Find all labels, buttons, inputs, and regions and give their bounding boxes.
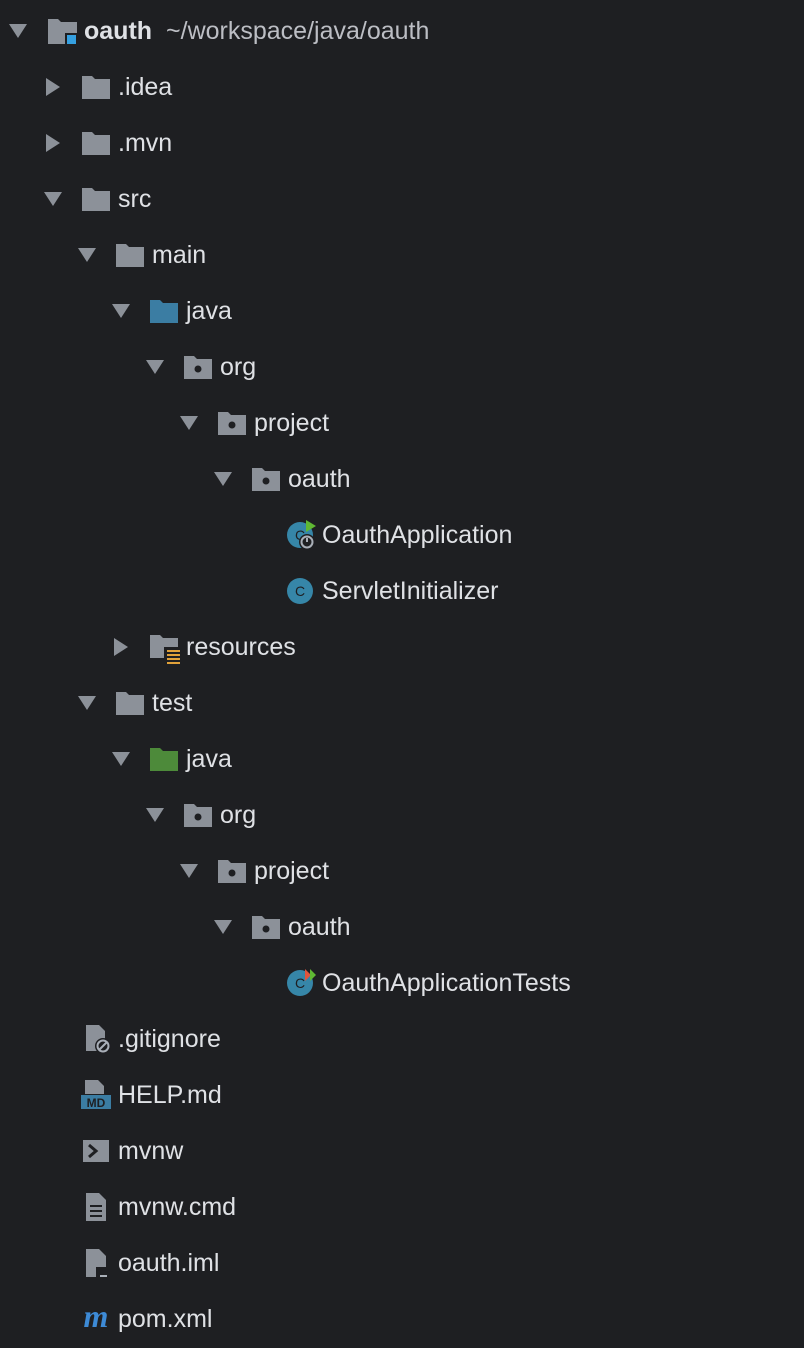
- tree-row-mvn[interactable]: .mvn: [0, 115, 804, 171]
- expand-arrow-down-icon[interactable]: [144, 804, 166, 826]
- package-folder-icon: [251, 913, 281, 943]
- svg-text:m: m: [84, 1302, 109, 1334]
- folder-label: src: [118, 185, 152, 213]
- test-root-folder-icon: [149, 745, 179, 775]
- expand-arrow-down-icon[interactable]: [7, 20, 29, 42]
- tree-row-src[interactable]: src: [0, 171, 804, 227]
- expand-arrow-right-icon[interactable]: [42, 76, 64, 98]
- svg-text:C: C: [295, 583, 305, 599]
- tree-row-pom-xml[interactable]: m pom.xml: [0, 1291, 804, 1347]
- file-label: oauth.iml: [118, 1249, 220, 1277]
- expand-arrow-down-icon[interactable]: [76, 244, 98, 266]
- package-folder-icon: [183, 353, 213, 383]
- tree-row-resources[interactable]: resources: [0, 619, 804, 675]
- class-label: OauthApplication: [322, 521, 513, 549]
- tree-row-oauth-application-tests[interactable]: C OauthApplicationTests: [0, 955, 804, 1011]
- tree-row-test-org[interactable]: org: [0, 787, 804, 843]
- package-folder-icon: [183, 801, 213, 831]
- expand-arrow-down-icon[interactable]: [178, 860, 200, 882]
- expand-arrow-down-icon[interactable]: [76, 692, 98, 714]
- tree-row-test-oauth[interactable]: oauth: [0, 899, 804, 955]
- expand-arrow-right-icon[interactable]: [110, 636, 132, 658]
- tree-row-mvnw[interactable]: mvnw: [0, 1123, 804, 1179]
- folder-label: test: [152, 689, 193, 717]
- package-folder-icon: [251, 465, 281, 495]
- svg-text:MD: MD: [87, 1096, 106, 1110]
- source-root-folder-icon: [149, 297, 179, 327]
- folder-icon: [115, 241, 145, 271]
- root-label: oauth ~/workspace/java/oauth: [84, 3, 429, 59]
- tree-row-help-md[interactable]: MD HELP.md: [0, 1067, 804, 1123]
- tree-row-oauth-iml[interactable]: oauth.iml: [0, 1235, 804, 1291]
- expand-arrow-down-icon[interactable]: [110, 300, 132, 322]
- tree-row-mvnw-cmd[interactable]: mvnw.cmd: [0, 1179, 804, 1235]
- package-label: org: [220, 801, 257, 829]
- file-label: mvnw.cmd: [118, 1193, 237, 1221]
- folder-icon: [115, 689, 145, 719]
- expand-arrow-down-icon[interactable]: [212, 916, 234, 938]
- spring-boot-class-icon: C: [285, 519, 319, 553]
- tree-row-test[interactable]: test: [0, 675, 804, 731]
- file-label: pom.xml: [118, 1305, 213, 1333]
- package-folder-icon: [217, 857, 247, 887]
- class-label: ServletInitializer: [322, 577, 499, 605]
- expand-arrow-down-icon[interactable]: [144, 356, 166, 378]
- module-file-icon: [84, 1247, 112, 1279]
- text-file-icon: [84, 1191, 110, 1223]
- module-folder-icon: [47, 16, 77, 46]
- markdown-file-icon: MD: [81, 1079, 115, 1111]
- folder-label: .idea: [118, 73, 173, 101]
- svg-text:C: C: [295, 527, 305, 543]
- expand-arrow-down-icon[interactable]: [178, 412, 200, 434]
- package-label: oauth: [288, 465, 351, 493]
- tree-row-servlet-initializer[interactable]: C ServletInitializer: [0, 563, 804, 619]
- folder-label: resources: [186, 633, 296, 661]
- package-label: project: [254, 857, 330, 885]
- root-path: ~/workspace/java/oauth: [166, 17, 430, 45]
- tree-row-main-org[interactable]: org: [0, 339, 804, 395]
- package-folder-icon: [217, 409, 247, 439]
- tree-row-main-java[interactable]: java: [0, 283, 804, 339]
- maven-icon: m: [80, 1298, 114, 1334]
- tree-row-main[interactable]: main: [0, 227, 804, 283]
- tree-row-test-java[interactable]: java: [0, 731, 804, 787]
- file-label: HELP.md: [118, 1081, 222, 1109]
- expand-arrow-down-icon[interactable]: [42, 188, 64, 210]
- package-label: project: [254, 409, 330, 437]
- svg-text:C: C: [295, 975, 305, 991]
- expand-arrow-right-icon[interactable]: [42, 132, 64, 154]
- expand-arrow-down-icon[interactable]: [212, 468, 234, 490]
- root-name: oauth: [84, 17, 153, 45]
- expand-arrow-down-icon[interactable]: [110, 748, 132, 770]
- tree-row-main-oauth[interactable]: oauth: [0, 451, 804, 507]
- folder-label: main: [152, 241, 207, 269]
- package-label: org: [220, 353, 257, 381]
- tree-row-main-project[interactable]: project: [0, 395, 804, 451]
- class-label: OauthApplicationTests: [322, 969, 571, 997]
- tree-row-root[interactable]: oauth ~/workspace/java/oauth: [0, 3, 804, 59]
- tree-row-test-project[interactable]: project: [0, 843, 804, 899]
- tree-row-idea[interactable]: .idea: [0, 59, 804, 115]
- resources-root-folder-icon: [149, 632, 183, 666]
- tree-row-gitignore[interactable]: .gitignore: [0, 1011, 804, 1067]
- ignore-file-icon: [83, 1023, 115, 1055]
- folder-label: java: [186, 745, 232, 773]
- file-label: .gitignore: [118, 1025, 221, 1053]
- folder-icon: [81, 129, 111, 159]
- test-class-icon: C: [285, 967, 319, 1001]
- folder-label: .mvn: [118, 129, 173, 157]
- package-label: oauth: [288, 913, 351, 941]
- folder-label: java: [186, 297, 232, 325]
- class-icon: C: [285, 576, 315, 606]
- folder-icon: [81, 73, 111, 103]
- tree-row-oauth-application[interactable]: C OauthApplication: [0, 507, 804, 563]
- file-label: mvnw: [118, 1137, 184, 1165]
- shell-script-icon: [83, 1138, 111, 1164]
- folder-icon: [81, 185, 111, 215]
